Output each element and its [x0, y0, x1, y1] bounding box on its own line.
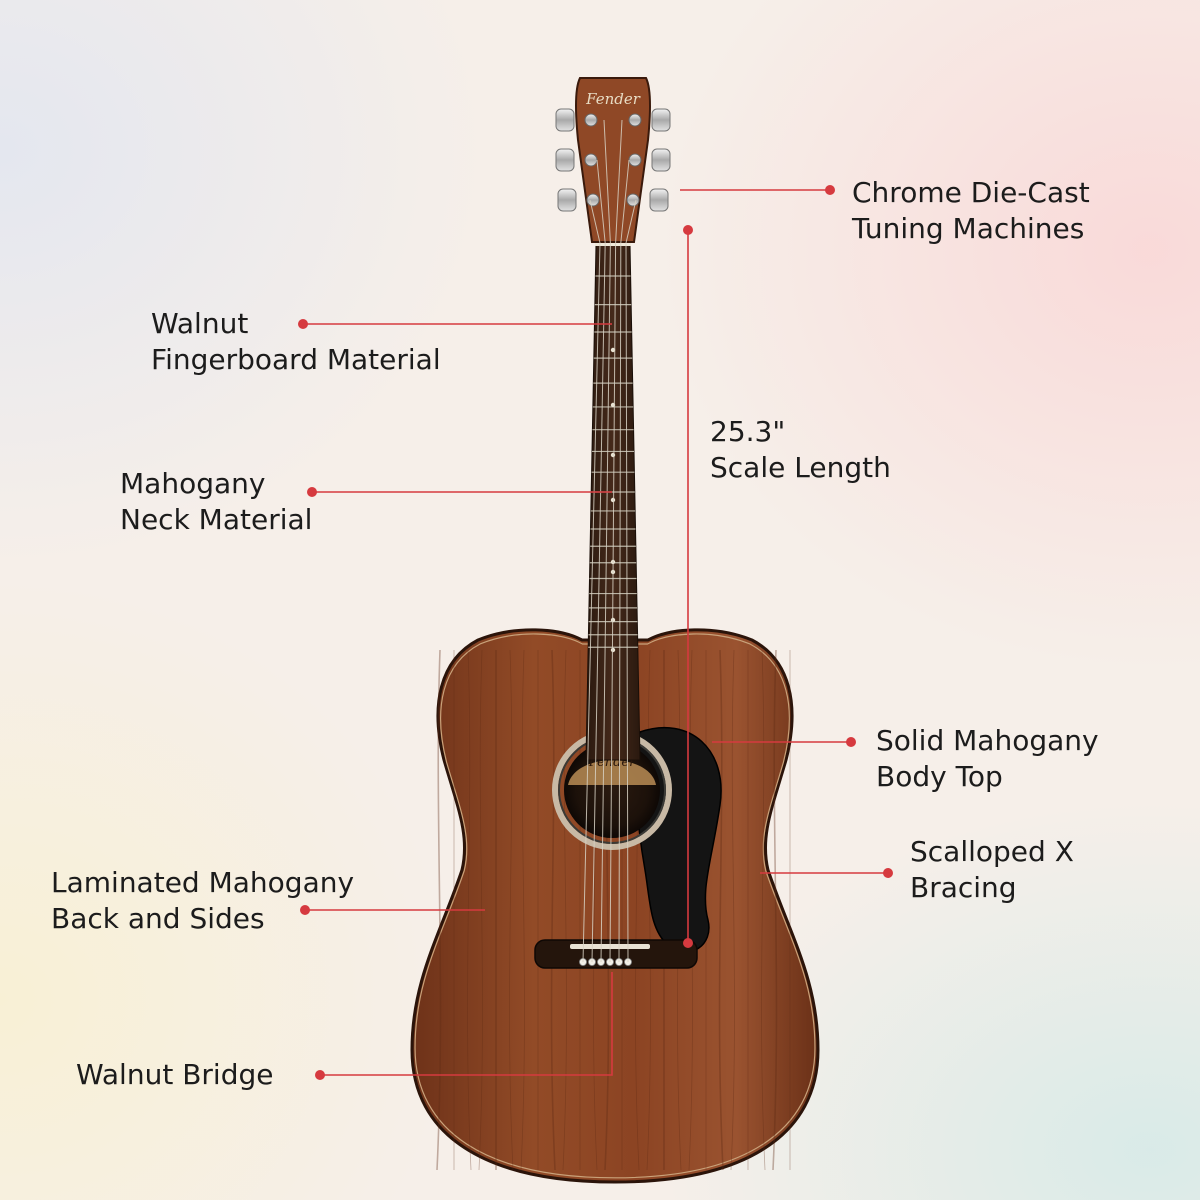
callout-scale: 25.3" Scale Length [710, 414, 891, 486]
tuner-peg [628, 148, 671, 172]
strings [582, 119, 637, 963]
tuner-peg [557, 188, 600, 212]
callout-tuning: Chrome Die-Cast Tuning Machines [852, 175, 1090, 247]
callout-dot [300, 905, 310, 915]
fret-marker [610, 452, 616, 458]
tuner-peg [555, 148, 598, 172]
callout-back: Laminated Mahogany Back and Sides [51, 865, 354, 937]
callout-tuning-line1: Chrome Die-Cast [852, 176, 1090, 209]
string [609, 119, 623, 963]
string [582, 199, 601, 963]
callout-top-line1: Solid Mahogany [876, 724, 1099, 757]
callout-back-line1: Laminated Mahogany [51, 866, 355, 899]
headstock-logo: Fender [585, 90, 641, 108]
wood-grain [436, 649, 791, 1171]
fret-marker [610, 347, 616, 353]
callout-scale-line2: Scale Length [710, 451, 891, 484]
string [600, 119, 611, 963]
callout-dot [683, 225, 693, 235]
callout-bridge: Walnut Bridge [76, 1057, 273, 1093]
callout-fingerboard-line2: Fingerboard Material [151, 343, 441, 376]
callout-fingerboard: Walnut Fingerboard Material [151, 306, 441, 378]
callout-dot [307, 487, 317, 497]
callout-bracing: Scalloped X Bracing [910, 834, 1074, 906]
callout-dot [315, 1070, 325, 1080]
callout-dot [846, 737, 856, 747]
callout-back-line2: Back and Sides [51, 902, 265, 935]
callout-neck-line1: Mahogany [120, 467, 266, 500]
callout-dot [298, 319, 308, 329]
string [618, 159, 630, 963]
string [591, 159, 606, 963]
callout-dot [683, 938, 693, 948]
callout-top: Solid Mahogany Body Top [876, 723, 1099, 795]
fret-marker [610, 497, 616, 503]
leader-bridge [320, 972, 613, 1076]
callout-tuning-line2: Tuning Machines [852, 212, 1085, 245]
callout-leaders [303, 189, 888, 1076]
callout-bracing-line1: Scalloped X [910, 835, 1074, 868]
tuner-peg [555, 108, 598, 132]
callout-fingerboard-line1: Walnut [151, 307, 249, 340]
callout-top-line2: Body Top [876, 760, 1003, 793]
string [625, 199, 637, 963]
tuner-peg [628, 108, 671, 132]
tuning-machines [555, 108, 671, 212]
callout-neck: Mahogany Neck Material [120, 466, 312, 538]
callout-scale-line1: 25.3" [710, 415, 786, 448]
callout-dot [883, 868, 893, 878]
callout-bridge-line1: Walnut Bridge [76, 1058, 274, 1091]
callout-neck-line2: Neck Material [120, 503, 313, 536]
fret-marker [610, 647, 616, 653]
callout-dot [825, 185, 835, 195]
callout-bracing-line2: Bracing [910, 871, 1017, 904]
tuner-peg [626, 188, 669, 212]
